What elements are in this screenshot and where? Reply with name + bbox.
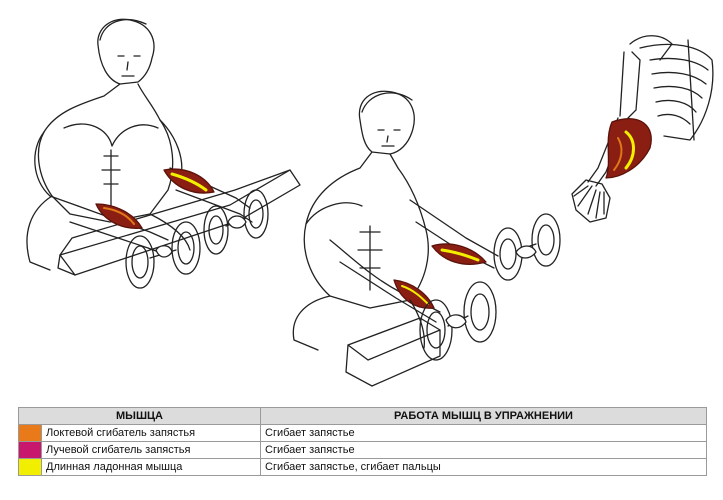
forearm-muscle-left-highlight bbox=[103, 207, 135, 225]
muscle-action: Сгибает запястье bbox=[260, 424, 707, 442]
dumbbell-side-right bbox=[493, 213, 561, 281]
forearm-muscle-anatomy bbox=[605, 118, 652, 179]
forearm-muscle-left bbox=[95, 203, 143, 229]
abs-front bbox=[101, 149, 121, 211]
face-front bbox=[117, 55, 141, 77]
bench-end bbox=[57, 254, 76, 276]
humerus bbox=[619, 51, 641, 119]
table-row: Лучевой сгибатель запястья Сгибает запяс… bbox=[18, 441, 707, 459]
table-row: Длинная ладонная мышца Сгибает запястье,… bbox=[18, 458, 707, 476]
color-swatch-cell bbox=[18, 458, 42, 476]
legs-front bbox=[26, 195, 191, 271]
hand-bones bbox=[573, 185, 605, 219]
forearm-muscle-anatomy-highlight-1 bbox=[624, 130, 635, 170]
rib-cage bbox=[639, 43, 714, 141]
color-swatch bbox=[19, 425, 41, 441]
color-swatch-cell bbox=[18, 424, 42, 442]
face-side bbox=[377, 129, 401, 147]
scapula bbox=[629, 35, 673, 61]
figure-anatomy bbox=[571, 35, 714, 223]
hair-side bbox=[361, 92, 413, 113]
legs-side bbox=[292, 295, 426, 351]
abs-side bbox=[357, 225, 383, 291]
hair-front bbox=[99, 19, 147, 41]
muscle-name: Лучевой сгибатель запястья bbox=[41, 441, 261, 459]
dumbbell-side-left bbox=[419, 281, 497, 361]
forearm-muscle-right-highlight bbox=[170, 172, 208, 192]
header-muscle: МЫШЦА bbox=[18, 407, 261, 425]
upper-arm-left bbox=[34, 131, 79, 207]
forearm-muscle-side-right-highlight bbox=[440, 248, 480, 262]
dumbbell-left bbox=[125, 221, 201, 289]
pecs-front bbox=[63, 123, 159, 147]
figure-side-view bbox=[292, 90, 561, 387]
color-swatch bbox=[19, 442, 41, 458]
muscle-name: Длинная ладонная мышца bbox=[41, 458, 261, 476]
color-swatch-cell bbox=[18, 441, 42, 459]
muscle-name: Локтевой сгибатель запястья bbox=[41, 424, 261, 442]
header-action: РАБОТА МЫШЦ В УПРАЖНЕНИИ bbox=[260, 407, 707, 425]
table-header-row: МЫШЦА РАБОТА МЫШЦ В УПРАЖНЕНИИ bbox=[18, 407, 707, 425]
ribs bbox=[649, 57, 709, 125]
head-front bbox=[97, 18, 155, 85]
head-side bbox=[358, 90, 415, 155]
muscle-action: Сгибает запястье, сгибает пальцы bbox=[260, 458, 707, 476]
shoulder-side bbox=[305, 202, 363, 225]
bench-side-bottom bbox=[345, 329, 441, 387]
muscle-action: Сгибает запястье bbox=[260, 441, 707, 459]
dumbbell-right bbox=[203, 189, 269, 255]
forearm-muscle-side-left-highlight bbox=[401, 285, 429, 305]
spine bbox=[687, 39, 695, 141]
torso-front bbox=[37, 83, 174, 223]
color-swatch bbox=[19, 459, 41, 475]
hand-outline bbox=[571, 179, 611, 223]
exercise-illustration bbox=[26, 18, 714, 387]
bench-top-edge bbox=[59, 169, 291, 256]
muscle-table: МЫШЦА РАБОТА МЫШЦ В УПРАЖНЕНИИ Локтевой … bbox=[18, 407, 707, 476]
forearm-muscle-anatomy-highlight-2 bbox=[613, 137, 623, 171]
table-row: Локтевой сгибатель запястья Сгибает запя… bbox=[18, 424, 707, 442]
figure-front-view bbox=[26, 18, 301, 289]
